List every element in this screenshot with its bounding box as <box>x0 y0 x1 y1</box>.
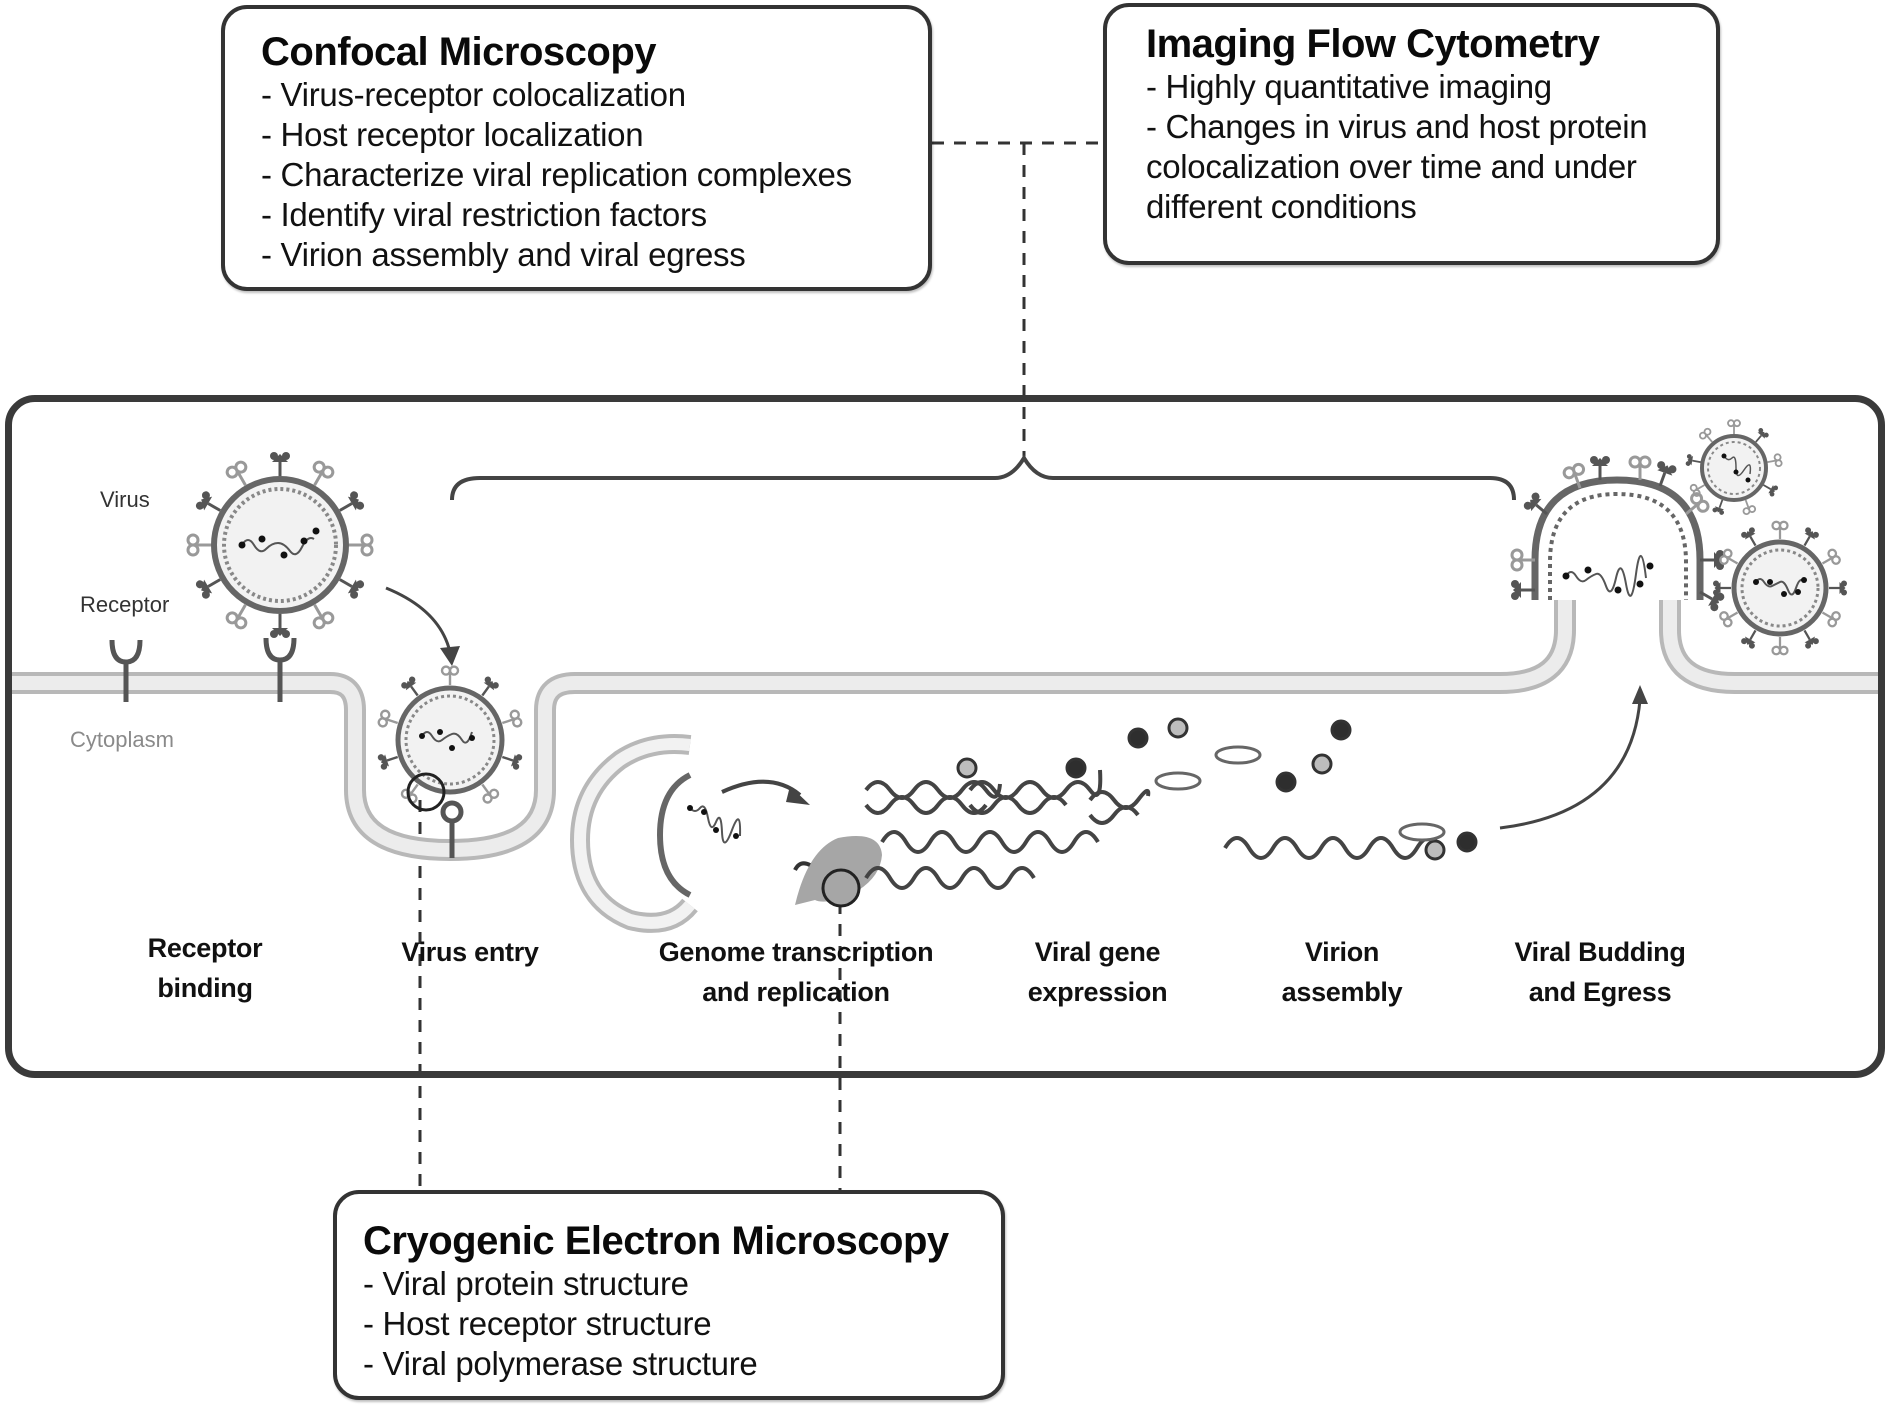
receptor-free <box>109 639 143 702</box>
receptor-internalized <box>440 800 464 858</box>
stage-line1: Viral gene <box>1034 937 1161 967</box>
arrow-budding <box>1499 699 1642 830</box>
plasma-membrane <box>12 600 1880 862</box>
callout-item: - Changes in virus and host protein <box>1146 108 1648 145</box>
receptor-label: Receptor <box>80 592 170 617</box>
callout-title: Imaging Flow Cytometry <box>1146 22 1600 66</box>
callout-item: - Virion assembly and viral egress <box>261 236 746 273</box>
stage-receptor-binding: Receptor binding <box>130 928 280 1008</box>
callout-item: - Identify viral restriction factors <box>261 196 707 233</box>
callout-item: - Highly quantitative imaging <box>1146 68 1552 105</box>
callout-item: - Characterize viral replication complex… <box>261 156 852 193</box>
callout-title: Cryogenic Electron Microscopy <box>363 1219 949 1263</box>
stage-line1: Genome transcription <box>658 937 934 967</box>
callout-item: different conditions <box>1146 188 1417 225</box>
stage-line1: Virus entry <box>401 937 539 967</box>
connector-top <box>932 141 1103 458</box>
cell-frame <box>5 395 1885 1078</box>
stage-virion-assembly: Virion assembly <box>1262 932 1422 1012</box>
callout-item: colocalization over time and under <box>1146 148 1637 185</box>
released-virion-small <box>1684 419 1784 517</box>
connector-bottom <box>418 800 842 1190</box>
virus-entering <box>375 665 525 806</box>
callout-item: - Host receptor structure <box>363 1305 712 1342</box>
callout-title: Confocal Microscopy <box>261 30 657 74</box>
callout-item: - Virus-receptor colocalization <box>261 76 686 113</box>
stage-virus-entry: Virus entry <box>390 932 550 972</box>
virus-label: Virus <box>100 487 150 512</box>
highlight-circle-spike <box>406 772 446 812</box>
budding-virus <box>1509 454 1728 615</box>
stage-line1: Receptor <box>147 933 263 963</box>
stage-viral-gene-expression: Viral gene expression <box>1010 932 1185 1012</box>
stage-line2: expression <box>1027 977 1168 1007</box>
rna-strands <box>864 769 1443 890</box>
callout-confocal-microscopy: Confocal Microscopy - Virus-receptor col… <box>221 5 932 291</box>
callout-item: - Host receptor localization <box>261 116 644 153</box>
cytoplasm-label: Cytoplasm <box>70 727 174 752</box>
viral-proteins <box>956 717 1478 861</box>
callout-imaging-flow-cytometry: Imaging Flow Cytometry - Highly quantita… <box>1103 3 1720 265</box>
stage-line1: Virion <box>1304 937 1380 967</box>
stage-line2: and replication <box>702 977 890 1007</box>
stage-viral-budding: Viral Budding and Egress <box>1500 932 1700 1012</box>
arrow-entry <box>385 586 452 653</box>
stage-line2: and Egress <box>1528 977 1672 1007</box>
released-virion-large <box>1711 520 1849 656</box>
stage-line2: assembly <box>1281 977 1403 1007</box>
stage-line1: Viral Budding <box>1514 937 1686 967</box>
viral-genome-released <box>687 805 742 844</box>
callout-cryo-em: Cryogenic Electron Microscopy - Viral pr… <box>333 1190 1005 1400</box>
endosome <box>569 734 698 933</box>
stage-line2: binding <box>157 973 253 1003</box>
virus-particle <box>186 450 374 640</box>
callout-item: - Viral polymerase structure <box>363 1345 758 1382</box>
viral-polymerase <box>793 836 882 908</box>
receptor-bound <box>263 637 297 702</box>
stage-genome-transcription: Genome transcription and replication <box>640 932 952 1012</box>
lifecycle-brace <box>450 454 1516 501</box>
callout-item: - Viral protein structure <box>363 1265 689 1302</box>
